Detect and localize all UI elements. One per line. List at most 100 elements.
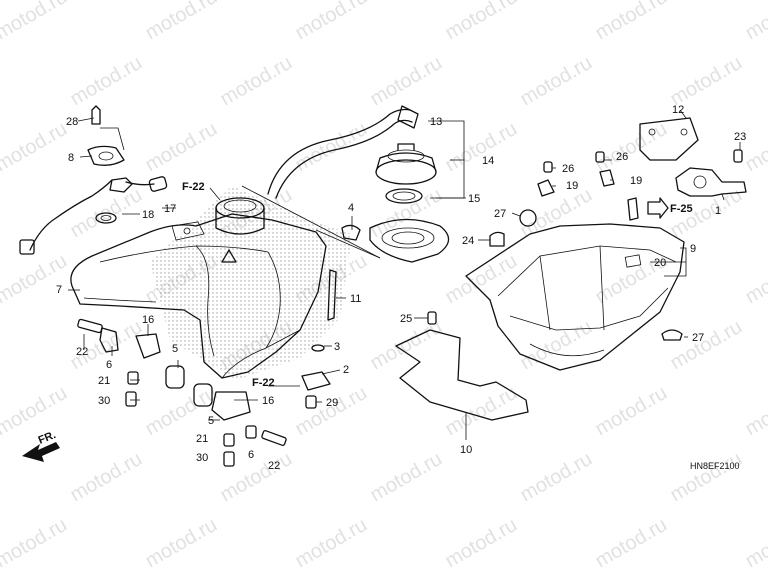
watermark-text: motod.ru bbox=[0, 514, 71, 573]
watermark-text: motod.ru bbox=[442, 514, 521, 573]
watermark-text: motod.ru bbox=[0, 0, 71, 44]
callout-20: 20 bbox=[654, 257, 666, 269]
watermark-text: motod.ru bbox=[517, 52, 596, 111]
bracket-8 bbox=[87, 105, 125, 166]
watermark-text: motod.ru bbox=[742, 250, 768, 309]
watermark-text: motod.ru bbox=[367, 52, 446, 111]
watermark-text: motod.ru bbox=[442, 250, 521, 309]
watermark-text: motod.ru bbox=[592, 514, 671, 573]
watermark-text: motod.ru bbox=[517, 184, 596, 243]
watermark-text: motod.ru bbox=[142, 118, 221, 177]
watermark-text: motod.ru bbox=[667, 316, 746, 375]
valve-1 bbox=[675, 167, 747, 197]
watermark-text: motod.ru bbox=[142, 382, 221, 441]
watermark-text: motod.ru bbox=[592, 382, 671, 441]
callout-15: 15 bbox=[468, 193, 480, 205]
watermark-text: motod.ru bbox=[217, 448, 296, 507]
callout-12: 12 bbox=[672, 104, 684, 116]
callout-2: 2 bbox=[343, 364, 349, 376]
watermark-text: motod.ru bbox=[217, 52, 296, 111]
watermark-text: motod.ru bbox=[142, 514, 221, 573]
watermark-text: motod.ru bbox=[517, 448, 596, 507]
callout-7: 7 bbox=[56, 284, 62, 296]
watermark-text: motod.ru bbox=[592, 118, 671, 177]
watermark-text: motod.ru bbox=[742, 514, 768, 573]
watermark-text: motod.ru bbox=[667, 448, 746, 507]
callout-9: 9 bbox=[690, 243, 696, 255]
callout-21a: 21 bbox=[98, 375, 110, 387]
callout-30b: 30 bbox=[196, 452, 208, 464]
callout-8: 8 bbox=[68, 152, 74, 164]
callout-14: 14 bbox=[482, 155, 494, 167]
watermark-text: motod.ru bbox=[292, 0, 371, 44]
callout-23: 23 bbox=[734, 131, 746, 143]
callout-26a: 26 bbox=[562, 163, 574, 175]
callout-6a: 6 bbox=[106, 359, 112, 371]
bracket-12 bbox=[639, 117, 699, 161]
front-arrow bbox=[22, 442, 60, 462]
ref-f25: F-25 bbox=[670, 203, 693, 215]
watermark-text: motod.ru bbox=[367, 184, 446, 243]
watermark-text: motod.ru bbox=[442, 0, 521, 44]
callout-26b: 26 bbox=[616, 151, 628, 163]
watermark-text: motod.ru bbox=[67, 448, 146, 507]
callout-22a: 22 bbox=[76, 346, 88, 358]
callout-5b: 5 bbox=[208, 415, 214, 427]
callout-11: 11 bbox=[350, 293, 361, 305]
callout-30a: 30 bbox=[98, 395, 110, 407]
callout-16a: 16 bbox=[142, 314, 154, 326]
callout-16b: 16 bbox=[262, 395, 274, 407]
callout-4: 4 bbox=[348, 202, 354, 214]
callout-27a: 27 bbox=[494, 208, 506, 220]
watermark-text: motod.ru bbox=[517, 316, 596, 375]
callout-22b: 22 bbox=[268, 460, 280, 472]
filler-ring bbox=[341, 218, 450, 263]
watermark-text: motod.ru bbox=[592, 0, 671, 44]
breather-hose bbox=[267, 105, 419, 199]
watermark-text: motod.ru bbox=[142, 0, 221, 44]
callout-29: 29 bbox=[326, 397, 338, 409]
diagram-code: HN8EF2100 bbox=[690, 461, 740, 471]
watermark-text: motod.ru bbox=[0, 250, 71, 309]
fuel-cap bbox=[375, 143, 437, 204]
callout-19a: 19 bbox=[566, 180, 578, 192]
callout-27b: 27 bbox=[692, 332, 704, 344]
skid-plate-9 bbox=[465, 223, 685, 371]
watermark-text: motod.ru bbox=[742, 118, 768, 177]
watermark-text: motod.ru bbox=[367, 448, 446, 507]
watermark-text: motod.ru bbox=[292, 118, 371, 177]
watermark-text: motod.ru bbox=[442, 382, 521, 441]
callout-13: 13 bbox=[430, 116, 442, 128]
fasteners bbox=[77, 149, 743, 467]
callout-5a: 5 bbox=[172, 343, 178, 355]
callout-28: 28 bbox=[66, 116, 78, 128]
watermark-text: motod.ru bbox=[292, 382, 371, 441]
ref-arrow-f25 bbox=[647, 197, 669, 219]
callout-1: 1 bbox=[715, 205, 721, 217]
callout-6b: 6 bbox=[248, 449, 254, 461]
watermark-text: motod.ru bbox=[442, 118, 521, 177]
callout-3: 3 bbox=[334, 341, 340, 353]
leader-lines bbox=[68, 109, 741, 440]
callouts: 1 2 3 4 5 5 6 6 7 8 9 10 11 12 13 14 15 … bbox=[56, 104, 746, 472]
callout-24: 24 bbox=[462, 235, 474, 247]
watermark-text: motod.ru bbox=[0, 118, 71, 177]
fuel-tank bbox=[70, 197, 327, 379]
ref-f22-top: F-22 bbox=[182, 181, 205, 193]
callout-25: 25 bbox=[400, 313, 412, 325]
watermark-text: motod.ru bbox=[742, 382, 768, 441]
callout-21b: 21 bbox=[196, 433, 208, 445]
fuel-pump-wiring bbox=[19, 176, 168, 255]
watermark-text: motod.ru bbox=[67, 52, 146, 111]
watermark-text: motod.ru bbox=[667, 52, 746, 111]
plate-10 bbox=[395, 329, 529, 421]
callout-19b: 19 bbox=[630, 175, 642, 187]
ref-f22-bottom: F-22 bbox=[252, 377, 275, 389]
callout-18: 18 bbox=[142, 209, 154, 221]
callout-10: 10 bbox=[460, 444, 472, 456]
watermark-text: motod.ru bbox=[292, 514, 371, 573]
watermark-text: motod.ru bbox=[742, 0, 768, 44]
callout-17: 17 bbox=[164, 203, 176, 215]
